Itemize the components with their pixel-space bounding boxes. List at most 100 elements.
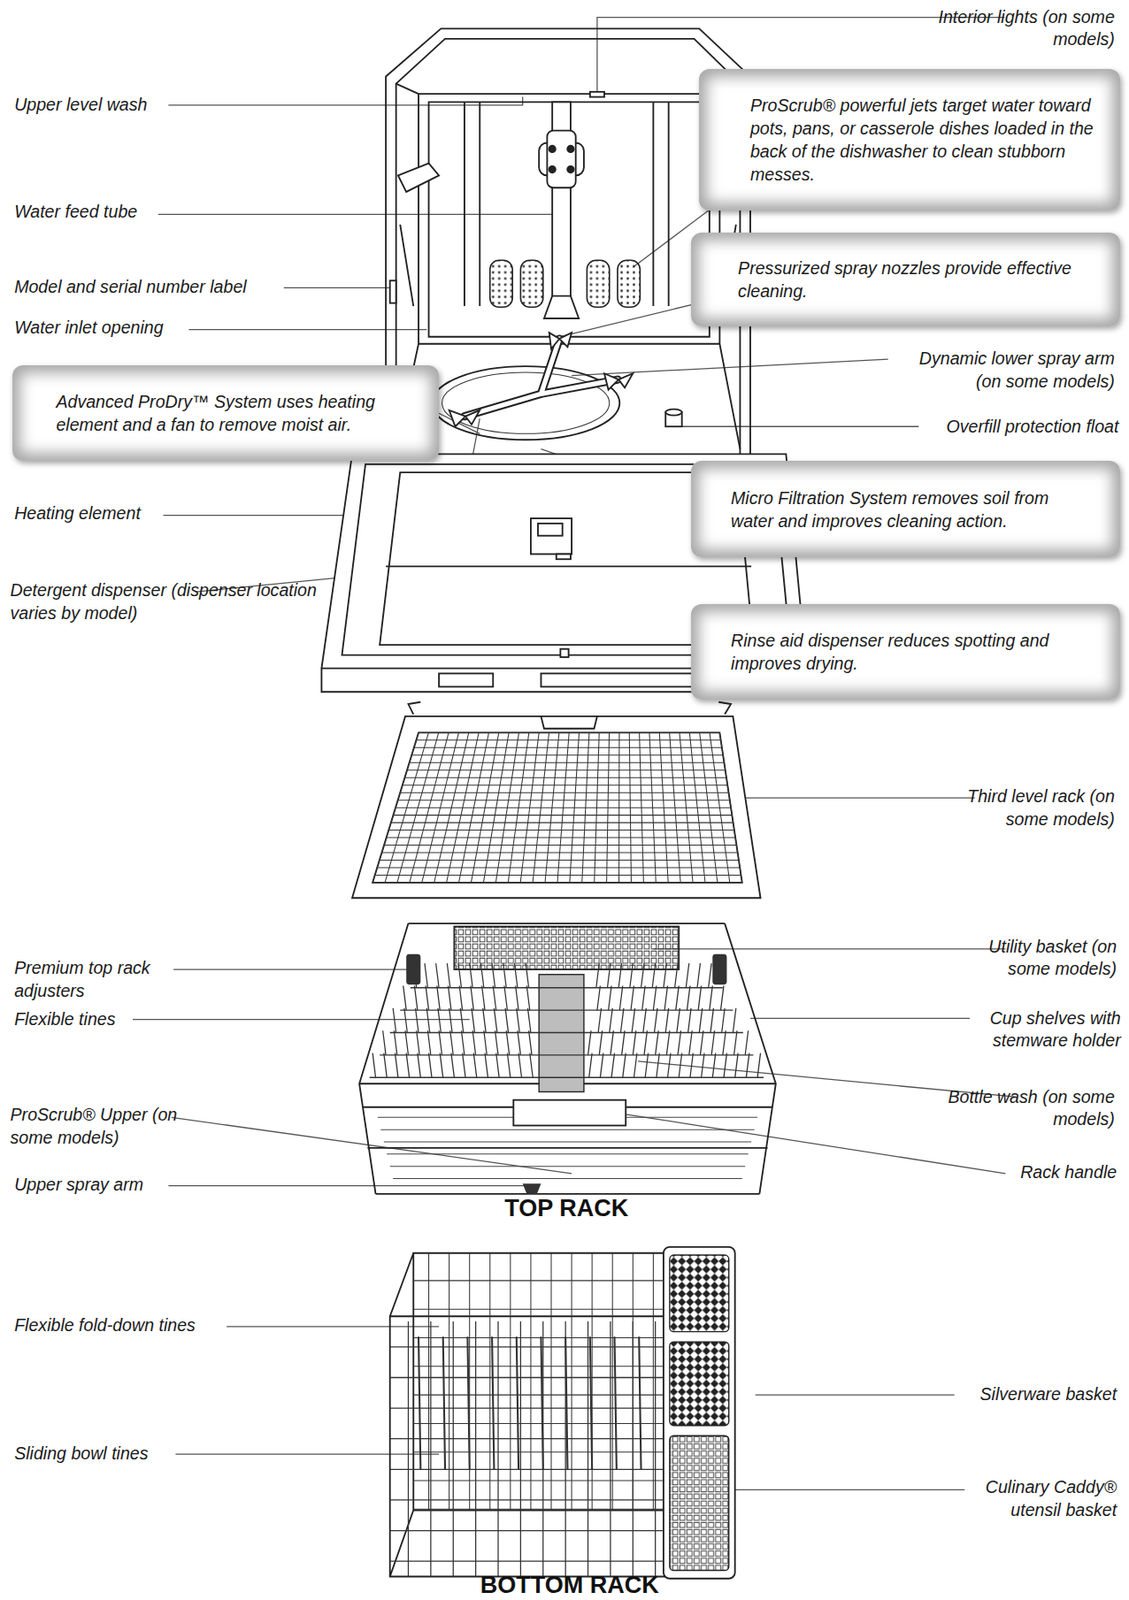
rack-wire (390, 1561, 669, 1563)
serial-label (390, 280, 397, 303)
flexible-tine (645, 1053, 648, 1079)
flexible-tine (734, 1030, 738, 1056)
flexible-tine (665, 1008, 669, 1034)
utility-basket (453, 927, 679, 970)
flexible-tine (439, 1053, 443, 1079)
flexible-tine (503, 963, 507, 989)
rack-wire (379, 1054, 753, 1056)
flexible-tine (656, 1053, 660, 1079)
flexible-tine (678, 1053, 682, 1079)
back-wire (448, 1253, 450, 1512)
utensil-caddy (669, 1436, 730, 1571)
flexible-tine (676, 1008, 680, 1034)
rack-wire (587, 1321, 589, 1577)
flexible-tine (506, 1053, 510, 1079)
third-rack-frame (352, 716, 761, 899)
callout-box: Rinse aid dispenser reduces spotting and… (691, 604, 1121, 700)
flexible-tine (690, 1053, 693, 1079)
back-wire (571, 1253, 573, 1512)
interior-light (590, 92, 605, 98)
flexible-tine (514, 963, 517, 989)
nozzle-panel (490, 260, 513, 308)
flexible-tine (597, 985, 600, 1011)
flexible-tine (384, 1053, 387, 1079)
fold-down-tine (418, 1336, 421, 1470)
flexible-tine (480, 963, 484, 989)
rinse-aid-cap (556, 553, 571, 560)
flexible-tine (698, 1008, 702, 1034)
flexible-tine (620, 1008, 623, 1034)
basket-section (669, 1255, 730, 1333)
part-label: Bottle wash (on some models) (945, 1086, 1114, 1132)
part-label: Culinary Caddy® utensil basket (948, 1476, 1117, 1522)
flexible-tine (596, 963, 600, 989)
flexible-tine (482, 985, 485, 1011)
callout-text-wrap: Rinse aid dispenser reduces spotting and… (730, 629, 1096, 676)
back-wire (413, 1480, 664, 1482)
flexible-tine (711, 1030, 715, 1056)
part-label: Heating element (14, 502, 219, 526)
flexible-tine (471, 1008, 475, 1034)
flexible-tine (405, 1030, 408, 1056)
flexible-tine (641, 963, 645, 989)
grid-wire (402, 784, 728, 786)
flexible-tine (496, 1053, 500, 1079)
flexible-tine (599, 1053, 603, 1079)
flexible-tine (469, 963, 473, 989)
flexible-tine (495, 1030, 499, 1056)
part-label: Rack handle (912, 1161, 1117, 1185)
flexible-tine (629, 963, 633, 989)
flexible-tine (472, 1030, 476, 1056)
flexible-tine (688, 1008, 692, 1034)
fold-down-tine (565, 1336, 568, 1470)
flexible-tine (460, 1030, 464, 1056)
rack-adjuster (406, 954, 421, 986)
back-wire (509, 1253, 511, 1512)
fold-down-tine (467, 1336, 469, 1470)
grid-wire (398, 799, 730, 801)
flexible-tine (686, 985, 690, 1011)
back-wall (396, 93, 741, 449)
back-wire (468, 1253, 470, 1512)
nozzle-panel (520, 260, 543, 308)
rack-wire (632, 1321, 634, 1577)
callout-text: Advanced ProDry™ System uses heating ele… (55, 390, 415, 437)
callout-text: Rinse aid dispenser reduces spotting and… (730, 629, 1096, 676)
rack-caption: TOP RACK (403, 1195, 730, 1223)
flexible-tine (708, 963, 712, 989)
flexible-tine (633, 1053, 637, 1079)
flexible-tine (525, 963, 529, 989)
back-wire (550, 1253, 552, 1512)
part-label: Upper level wash (14, 93, 219, 117)
flexible-tine (654, 1008, 658, 1034)
rack-wire (654, 1321, 656, 1577)
flexible-tine (424, 963, 428, 989)
flexible-tine (460, 1008, 463, 1034)
flexible-tine (427, 1030, 431, 1056)
flexible-tine (588, 1030, 592, 1056)
rack-wire (390, 1407, 669, 1409)
grid-wire (376, 867, 740, 868)
flexible-tine (698, 985, 701, 1011)
flexible-tine (436, 963, 439, 989)
flexible-tine (697, 963, 700, 989)
flexible-tine (483, 1030, 487, 1056)
flexible-tine (589, 1053, 592, 1079)
rack-wire (392, 1178, 743, 1180)
part-label: ProScrub® Upper (on some models) (10, 1104, 179, 1150)
flexible-tine (610, 1030, 614, 1056)
flexible-tine (449, 1008, 453, 1034)
flexible-tine (425, 985, 429, 1011)
flexible-tine (383, 1030, 386, 1056)
rack-wire (453, 1321, 454, 1577)
flexible-tine (394, 1053, 398, 1079)
part-label: Sliding bowl tines (14, 1443, 219, 1467)
flexible-tine (473, 1053, 477, 1079)
flexible-tine (392, 1008, 396, 1034)
rack-wire (384, 1141, 752, 1143)
rack-wire (369, 1077, 764, 1079)
callout-text-wrap: Advanced ProDry™ System uses heating ele… (55, 390, 415, 437)
flexible-tine (416, 1030, 420, 1056)
fold-down-tine (443, 1336, 446, 1470)
rack-wire (609, 1321, 611, 1577)
